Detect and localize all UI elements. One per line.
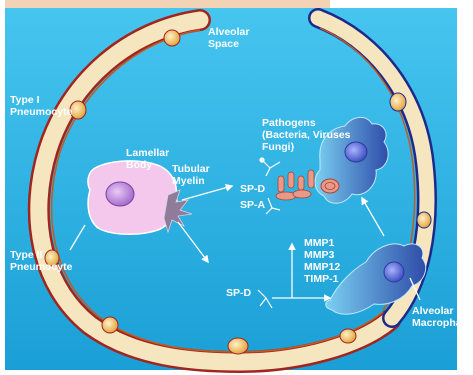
alveolar-space-label-line1: Alveolar	[208, 26, 249, 38]
pathogens-label-line1: Pathogens	[262, 117, 316, 129]
alveolar-macrophage-nucleus	[384, 262, 404, 282]
left-margin	[0, 0, 5, 375]
lamellar-body-label-line1: Lamellar	[126, 147, 169, 159]
bacterium-shape	[308, 170, 314, 188]
bacterium-shape	[298, 176, 304, 190]
tubular-myelin-label-line2: Myelin	[172, 175, 205, 187]
wall-nucleus	[228, 338, 248, 354]
type2-nucleus	[106, 182, 134, 206]
bacterium-shape	[288, 172, 294, 188]
wall-nucleus	[417, 212, 431, 228]
protease-label-mmp12: MMP12	[304, 261, 340, 273]
pathogens-label-line2: (Bacteria, Viruses	[262, 129, 351, 141]
wall-nucleus	[102, 317, 118, 333]
spd-upper-label: SP-D	[240, 183, 266, 195]
lamellar-body-label-line2: Body	[126, 159, 152, 171]
protease-label-mmp1: MMP1	[304, 237, 334, 249]
type2-label-line2: Pneumocyte	[10, 261, 73, 273]
alveolar-macrophage-label-line2: Macrophag	[412, 317, 468, 329]
tubular-myelin-label-line1: Tubular	[172, 163, 210, 175]
upper-macrophage-nucleus	[345, 142, 367, 162]
protease-label-mmp3: MMP3	[304, 249, 334, 261]
wall-nucleus	[390, 93, 406, 111]
spd-glyph-upper-dot	[260, 158, 264, 162]
wall-nucleus	[164, 30, 180, 46]
alveolar-space-label-line2: Space	[208, 38, 239, 50]
bacterium-shape	[278, 176, 284, 192]
bacterium-shape	[293, 190, 311, 198]
spd-lower-label: SP-D	[226, 287, 252, 299]
type1-label-line1: Type I	[10, 94, 40, 106]
type2-label-line1: Type II	[10, 249, 43, 261]
spa-label: SP-A	[240, 199, 266, 211]
wall-nucleus	[340, 329, 356, 343]
top-banner	[0, 0, 330, 8]
pathogens-label-line3: Fungi)	[262, 141, 294, 153]
protease-label-timp1: TIMP-1	[304, 273, 339, 285]
alveolar-macrophage-label-line1: Alveolar	[412, 305, 453, 317]
engulfed-pathogen	[321, 179, 339, 193]
type1-label-line2: Pneumocyte	[10, 106, 73, 118]
